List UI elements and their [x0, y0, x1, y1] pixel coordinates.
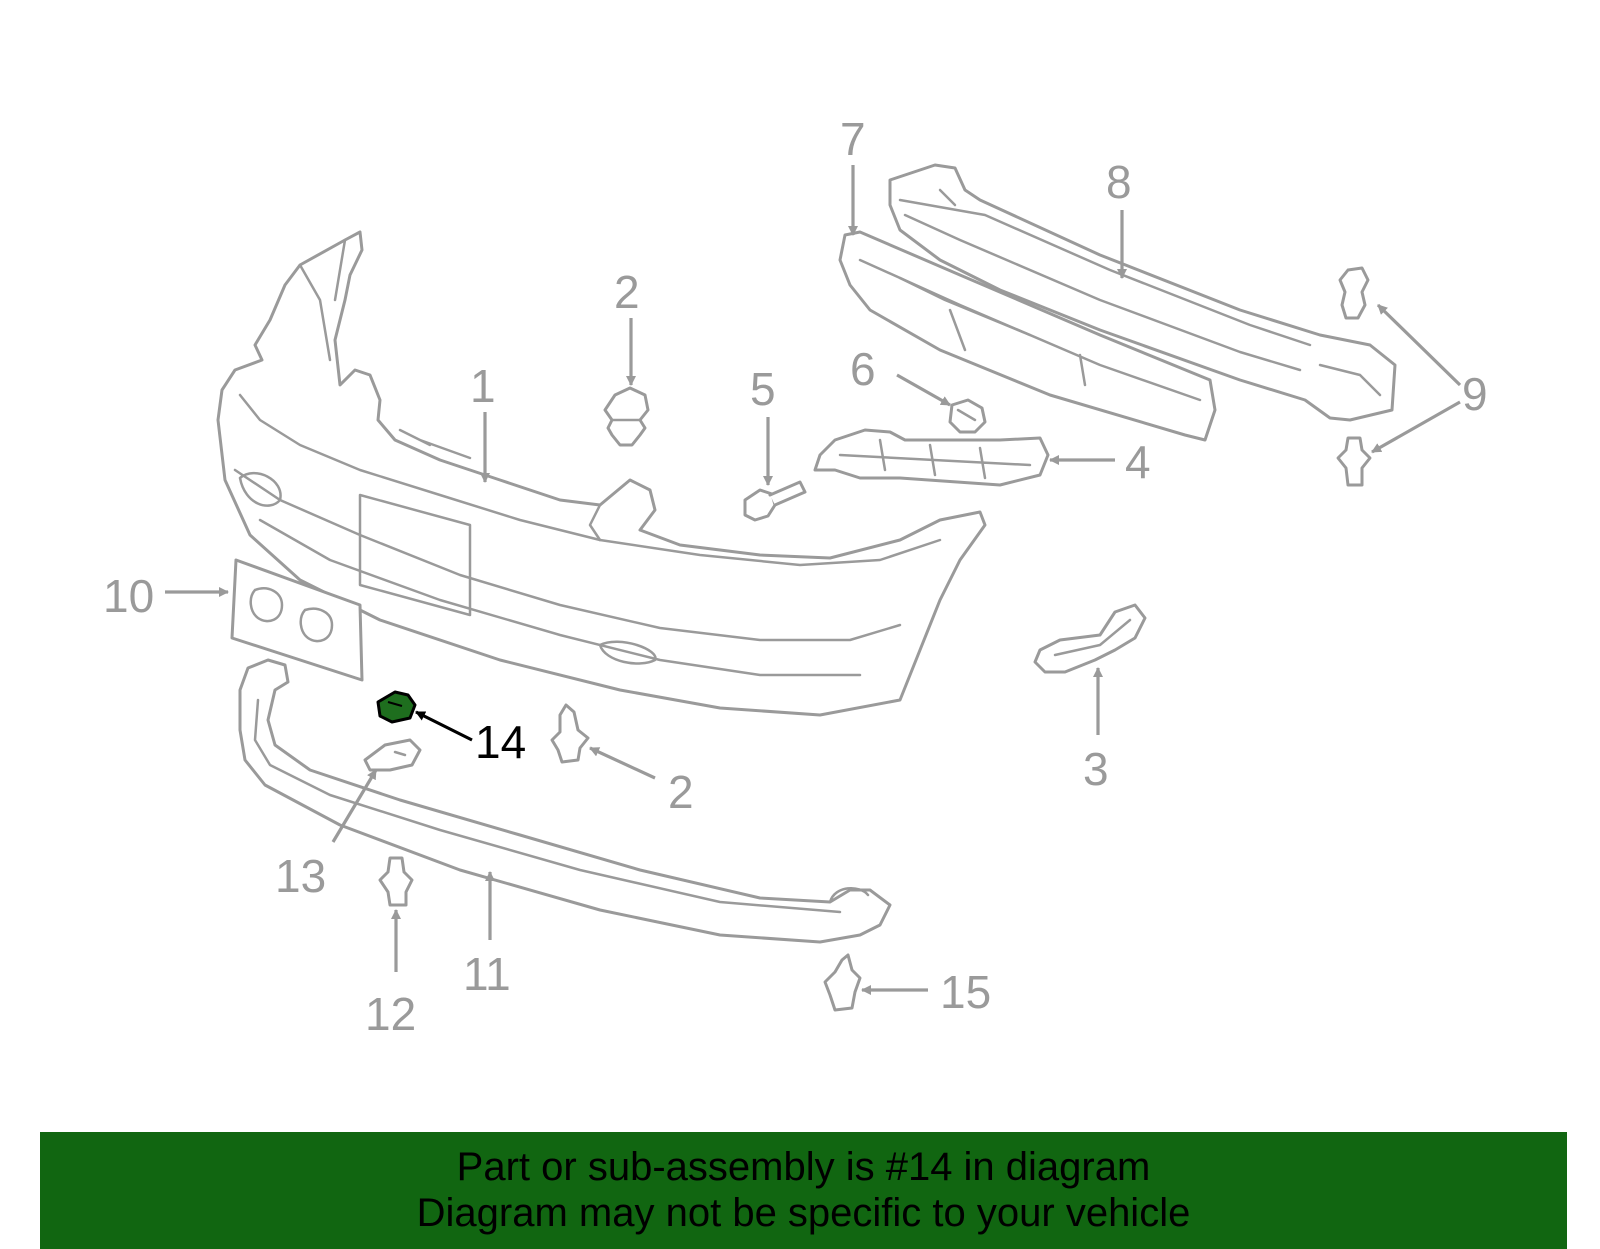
license-plate-bracket-part-10: [230, 558, 364, 682]
callout-5: 5: [750, 363, 776, 415]
bolt-part-12: [378, 856, 414, 907]
banner-line-disclaimer: Diagram may not be specific to your vehi…: [416, 1191, 1191, 1235]
banner-line-part-number: Part or sub-assembly is #14 in diagram: [456, 1145, 1151, 1189]
callout-7: 7: [840, 113, 866, 165]
bumper-reinforcement-beam-part: [888, 163, 1397, 422]
lower-spoiler-part-11: [238, 658, 892, 944]
fastener-part-9-upper: [1338, 266, 1370, 320]
callout-1: 1: [470, 360, 496, 412]
callout-labels: 1 2 2 3 4 5 6 7 8 9 10 11 12 13 14 15: [103, 113, 1488, 1040]
callout-13: 13: [275, 850, 326, 902]
leader-14: [415, 710, 473, 742]
retainer-clip-part-lower: [550, 703, 590, 764]
callout-8: 8: [1106, 156, 1132, 208]
callout-2-upper: 2: [614, 266, 640, 318]
leader-6: [896, 373, 951, 407]
leader-9-lower: [1371, 400, 1461, 454]
callout-15: 15: [940, 966, 991, 1018]
retainer-part-13: [363, 738, 422, 772]
retainer-clip-part-upper: [603, 386, 650, 447]
leader-2-lower: [589, 746, 656, 780]
callout-3: 3: [1083, 743, 1109, 795]
leader-lines: [165, 165, 1462, 995]
fastener-part-9-lower: [1336, 436, 1372, 487]
callout-2-lower: 2: [668, 766, 694, 818]
callout-9: 9: [1462, 368, 1488, 420]
energy-absorber-part: [838, 230, 1217, 442]
callout-12: 12: [365, 988, 416, 1040]
leader-13: [331, 769, 378, 843]
highlighted-part-14: [376, 690, 417, 724]
callout-11: 11: [463, 948, 511, 1000]
bumper-cover-part: [216, 230, 987, 717]
nut-part-6: [948, 398, 987, 434]
side-bracket-part-4: [813, 428, 1050, 487]
clip-part-15: [823, 953, 862, 1012]
leader-9-upper: [1376, 303, 1462, 387]
callout-14: 14: [475, 716, 526, 768]
bolt-part-5: [743, 480, 807, 522]
info-banner: Part or sub-assembly is #14 in diagram D…: [40, 1132, 1567, 1249]
callout-6: 6: [850, 343, 876, 395]
side-bracket-part-3: [1033, 603, 1147, 674]
callout-4: 4: [1125, 436, 1151, 488]
callout-10: 10: [103, 570, 154, 622]
